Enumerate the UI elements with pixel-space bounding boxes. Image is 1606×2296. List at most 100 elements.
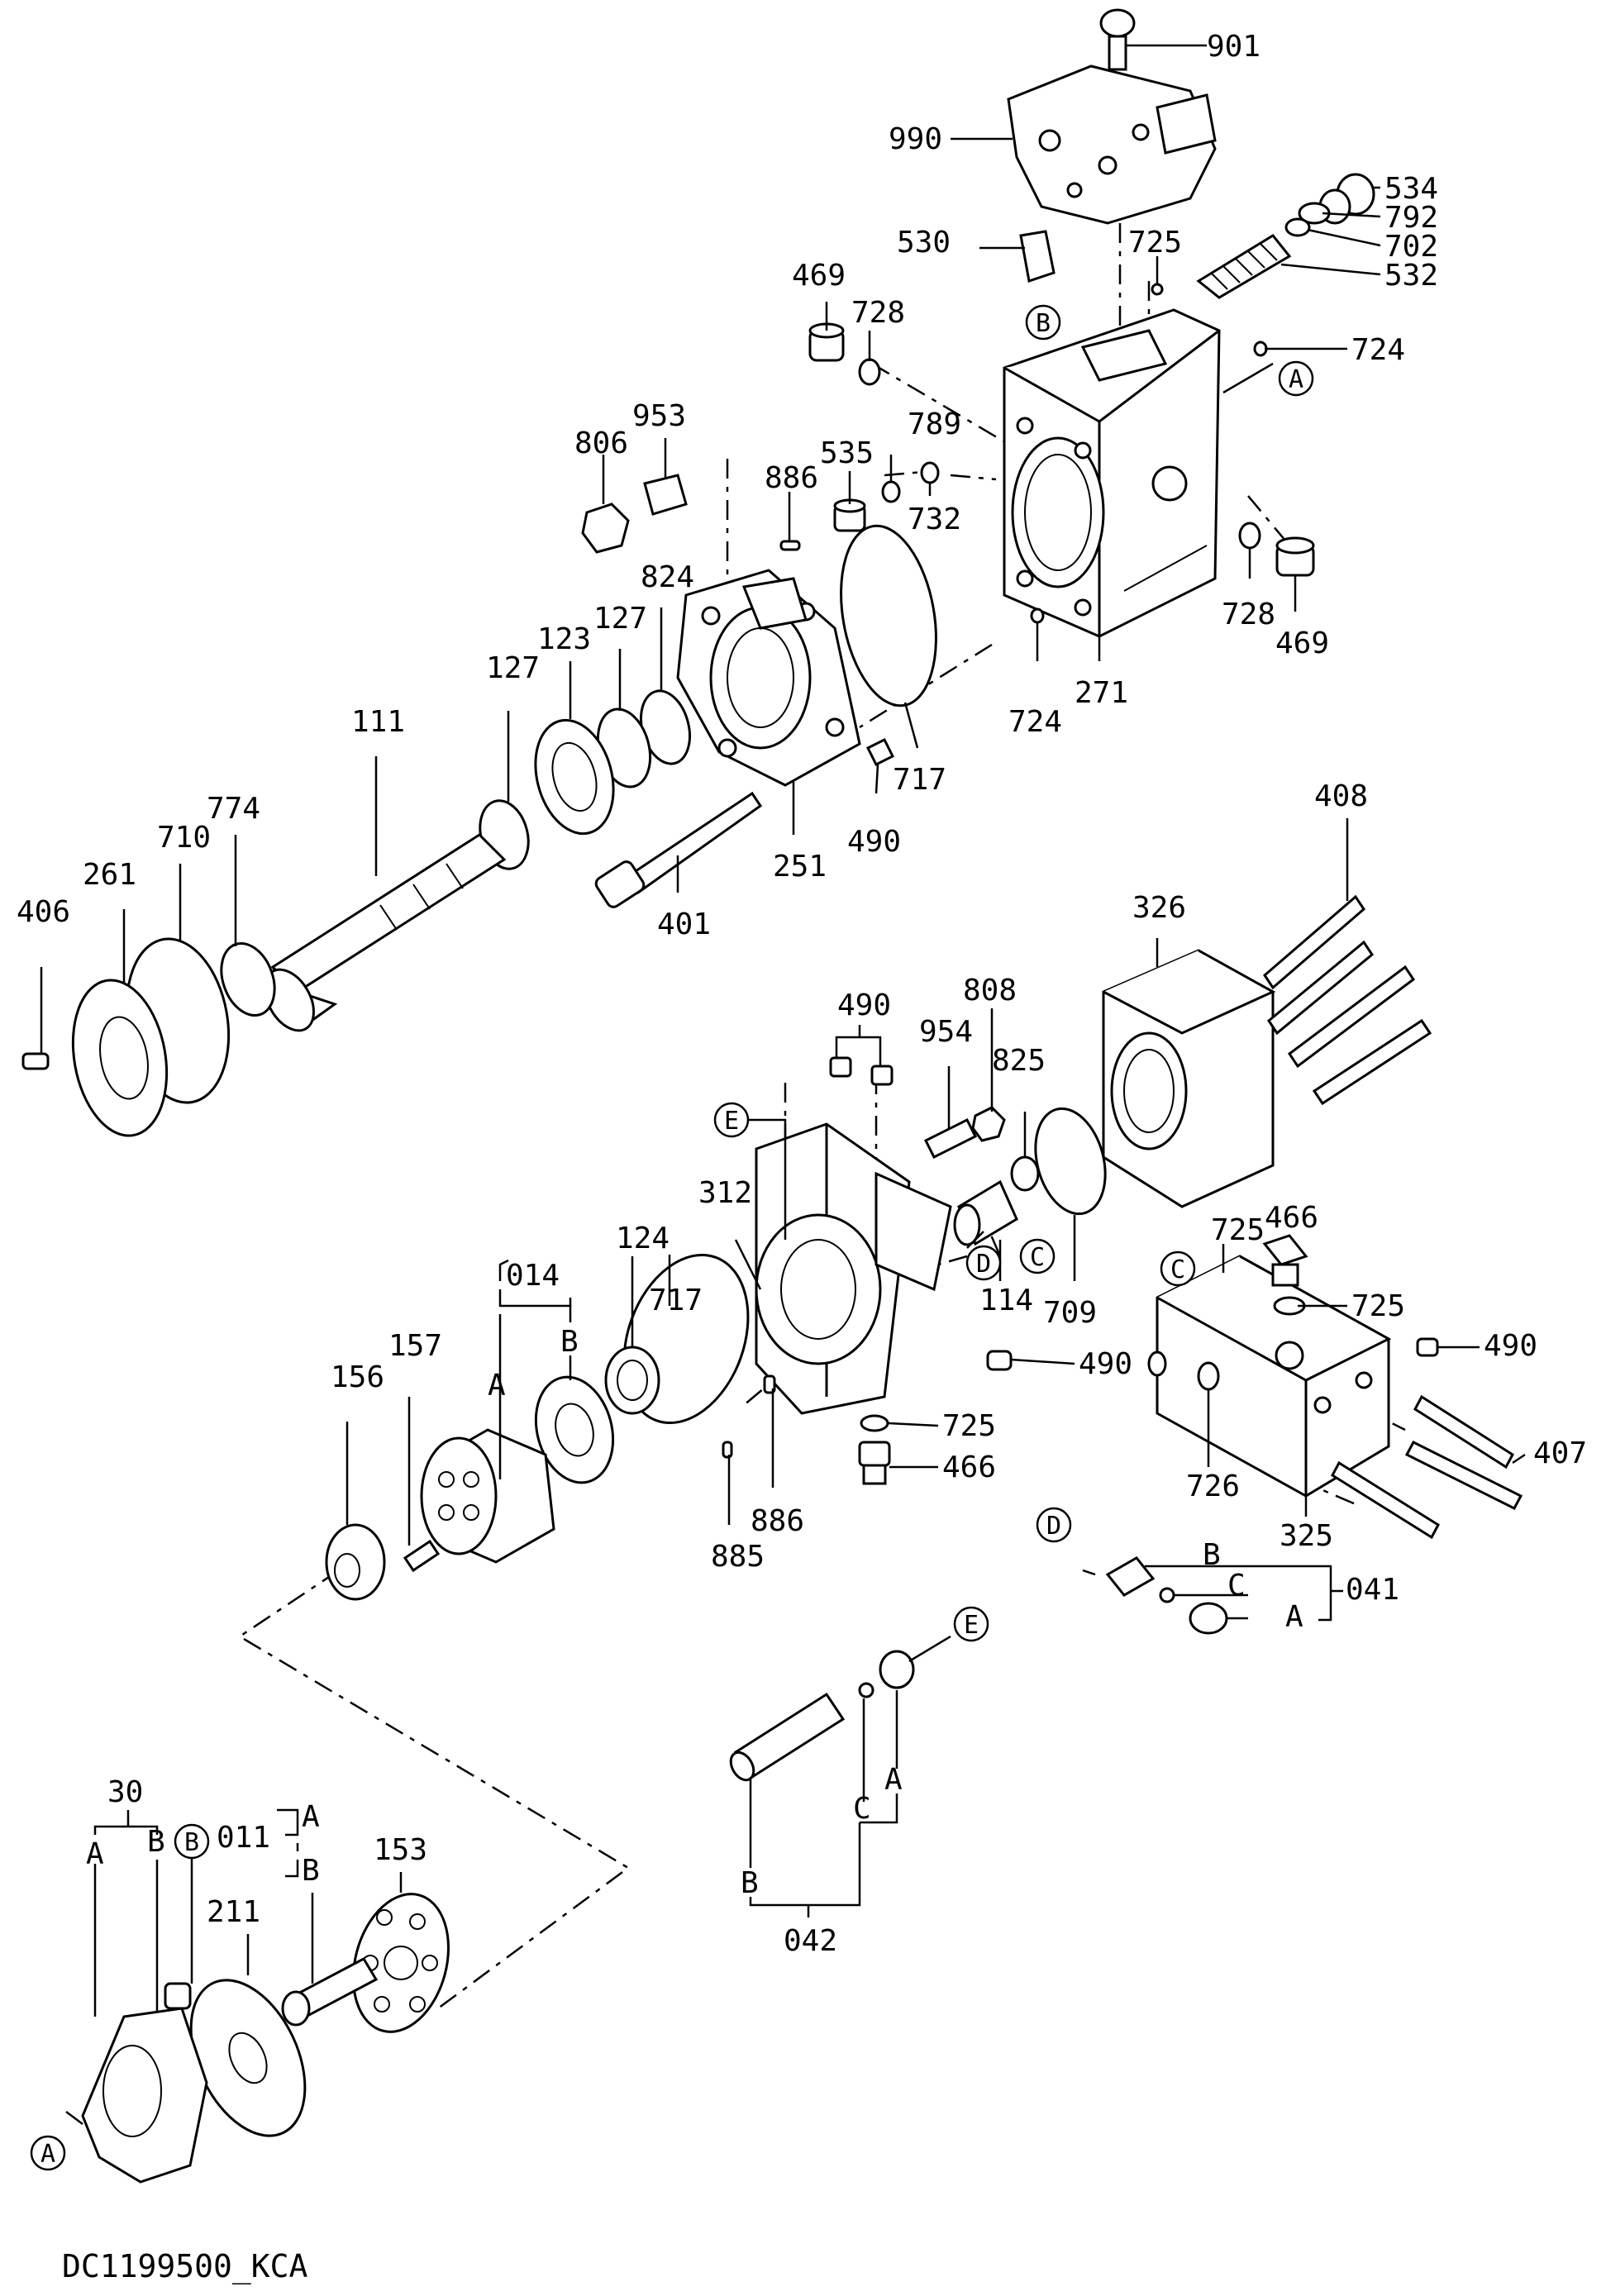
label-535: 535 bbox=[820, 436, 874, 470]
label-490d: 490 bbox=[1079, 1347, 1132, 1381]
label-702: 702 bbox=[1384, 230, 1438, 264]
plate-153 bbox=[351, 1893, 450, 2033]
plug-490c bbox=[1416, 1337, 1439, 1357]
label-954: 954 bbox=[919, 1015, 973, 1049]
label-407: 407 bbox=[1533, 1436, 1587, 1470]
label-401: 401 bbox=[657, 907, 711, 941]
bolts-407 bbox=[1331, 1394, 1523, 1540]
plug-042A bbox=[879, 1650, 915, 1689]
eyebolt-901 bbox=[1099, 8, 1136, 71]
cover-251 bbox=[676, 569, 861, 787]
label-774: 774 bbox=[207, 792, 260, 826]
part-shapes bbox=[21, 8, 1523, 2184]
cylinder-014A bbox=[420, 1428, 555, 1564]
pin-725a bbox=[1151, 283, 1164, 296]
pin-886a bbox=[779, 540, 801, 551]
thrust-plate-211 bbox=[189, 1979, 307, 2137]
label-114: 114 bbox=[979, 1284, 1033, 1317]
label-490a: 490 bbox=[847, 825, 901, 859]
marker-b-bottom: B bbox=[174, 1823, 210, 1860]
bearing-123 bbox=[534, 718, 615, 836]
label-725b: 725 bbox=[1211, 1213, 1265, 1247]
label-042C: C bbox=[853, 1792, 871, 1826]
label-042A: A bbox=[884, 1763, 903, 1797]
marker-e-right: E bbox=[953, 1606, 989, 1642]
flange-261 bbox=[71, 979, 169, 1137]
label-251: 251 bbox=[773, 850, 827, 884]
label-011: 011 bbox=[217, 1821, 270, 1855]
plug-490d bbox=[986, 1350, 1013, 1371]
svg-text:E: E bbox=[964, 1611, 979, 1640]
oring-789 bbox=[881, 480, 901, 503]
oring-702 bbox=[1284, 217, 1311, 237]
svg-text:E: E bbox=[724, 1107, 739, 1136]
ball-041C bbox=[1159, 1587, 1175, 1603]
label-042: 042 bbox=[784, 1924, 837, 1958]
label-732: 732 bbox=[908, 503, 961, 536]
oring-825 bbox=[1010, 1155, 1040, 1192]
oring-728a bbox=[858, 358, 881, 386]
label-534: 534 bbox=[1384, 172, 1438, 206]
label-532: 532 bbox=[1384, 259, 1438, 293]
label-014B: B bbox=[560, 1325, 579, 1359]
bolt-406 bbox=[21, 1052, 50, 1070]
oring-726 bbox=[1197, 1361, 1220, 1391]
label-011B: B bbox=[302, 1854, 320, 1888]
fitting-530 bbox=[1019, 230, 1056, 283]
plug-466a bbox=[1262, 1234, 1308, 1287]
oring-717a bbox=[840, 524, 937, 707]
label-123: 123 bbox=[537, 622, 591, 656]
oring-709 bbox=[1034, 1107, 1107, 1216]
label-806: 806 bbox=[574, 426, 628, 460]
label-153: 153 bbox=[374, 1833, 427, 1867]
marker-e-mid: E bbox=[713, 1102, 750, 1138]
svg-text:A: A bbox=[41, 2140, 55, 2169]
label-710: 710 bbox=[157, 821, 211, 855]
nut-806 bbox=[581, 503, 630, 554]
cover-326 bbox=[1102, 949, 1276, 1208]
swash-plate-30 bbox=[81, 1982, 208, 2184]
label-325: 325 bbox=[1280, 1519, 1333, 1553]
label-789: 789 bbox=[908, 407, 961, 441]
label-726: 726 bbox=[1186, 1470, 1240, 1503]
fitting-041B bbox=[1105, 1556, 1156, 1597]
nut-808 bbox=[971, 1106, 1006, 1142]
reference-markers: B A E D C C D E bbox=[30, 304, 1314, 2171]
label-717a: 717 bbox=[893, 763, 946, 797]
marker-d-right: D bbox=[1036, 1507, 1072, 1543]
plug-041A bbox=[1189, 1602, 1228, 1635]
label-041C: C bbox=[1227, 1569, 1246, 1603]
label-469b: 469 bbox=[1275, 626, 1329, 660]
oring-732 bbox=[920, 461, 940, 484]
plug-469b bbox=[1275, 536, 1315, 577]
label-490b: 490 bbox=[837, 988, 891, 1022]
oring-724a bbox=[1253, 341, 1268, 357]
label-014A: A bbox=[488, 1369, 506, 1403]
label-124: 124 bbox=[616, 1222, 670, 1255]
label-709: 709 bbox=[1043, 1296, 1097, 1330]
marker-a-top: A bbox=[1278, 360, 1314, 397]
marker-d-mid: D bbox=[965, 1245, 1002, 1281]
marker-a-bottom: A bbox=[30, 2135, 66, 2171]
label-014: 014 bbox=[506, 1259, 560, 1293]
screw-954 bbox=[923, 1117, 978, 1160]
svg-text:C: C bbox=[1170, 1255, 1185, 1284]
label-271: 271 bbox=[1075, 676, 1128, 710]
label-724a: 724 bbox=[1351, 333, 1405, 367]
oring-725d bbox=[860, 1414, 889, 1432]
label-808: 808 bbox=[963, 974, 1017, 1007]
label-011A: A bbox=[302, 1800, 320, 1834]
label-127b: 127 bbox=[593, 602, 647, 636]
label-792: 792 bbox=[1384, 201, 1438, 235]
label-490c: 490 bbox=[1484, 1329, 1537, 1363]
ball-042C bbox=[858, 1682, 874, 1698]
label-469a: 469 bbox=[792, 259, 846, 293]
pin-885 bbox=[722, 1441, 733, 1459]
label-041B: B bbox=[1203, 1538, 1221, 1572]
bolt-401 bbox=[594, 791, 763, 908]
leader-lines bbox=[40, 44, 1526, 2125]
label-725a: 725 bbox=[1128, 226, 1182, 260]
label-530: 530 bbox=[897, 226, 951, 260]
casing-271 bbox=[1003, 308, 1221, 638]
